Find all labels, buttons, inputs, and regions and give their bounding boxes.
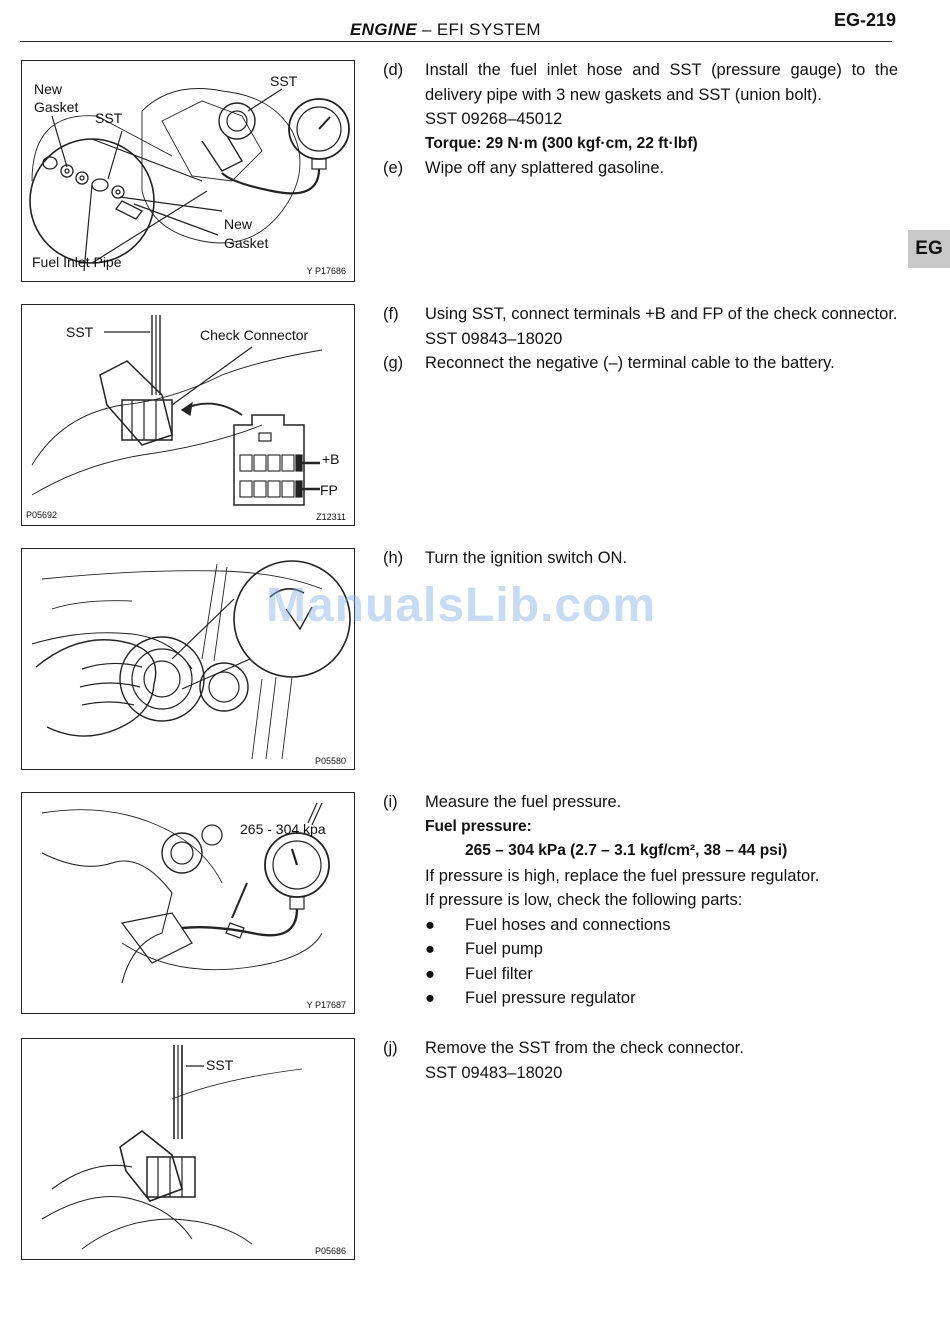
header-title: ENGINE – EFI SYSTEM bbox=[350, 20, 541, 40]
bullet: ● bbox=[425, 964, 435, 983]
remove-sst-illustration bbox=[41, 1045, 303, 1250]
label-sst-gauge: SST bbox=[270, 73, 298, 89]
step-text: Wipe off any splattered gasoline. bbox=[425, 159, 665, 177]
step-f-g: (f) Using SST, connect terminals +B and … bbox=[383, 302, 898, 376]
step-text: Using SST, connect terminals +B and FP o… bbox=[425, 305, 898, 323]
bullet: ● bbox=[425, 915, 435, 934]
figure-code: P05580 bbox=[314, 756, 346, 766]
step-key: (i) bbox=[383, 793, 398, 811]
label-gasket-2: Gasket bbox=[224, 235, 269, 251]
bullet: ● bbox=[425, 940, 435, 958]
pressure-high-note: If pressure is high, replace the fuel pr… bbox=[425, 866, 820, 885]
step-text: Measure the fuel pressure. bbox=[425, 793, 622, 811]
measure-pressure-illustration bbox=[41, 802, 330, 984]
step-d-sst: SST 09268–45012 bbox=[425, 110, 563, 128]
step-e: (e) Wipe off any splattered gasoline. bbox=[383, 156, 898, 181]
step-text: Reconnect the negative (–) terminal cabl… bbox=[425, 354, 835, 372]
check-connector-illustration bbox=[31, 315, 323, 506]
step-d-torque: Torque: 29 N·m (300 kgf·cm, 22 ft·lbf) bbox=[425, 134, 698, 152]
section-tab: EG bbox=[908, 230, 950, 268]
figure-code: P05686 bbox=[314, 1246, 346, 1256]
step-key: (f) bbox=[383, 305, 399, 323]
label-terminal-fp: FP bbox=[320, 482, 338, 498]
label-new-1: New bbox=[34, 81, 63, 97]
figure-code-right: Z12311 bbox=[316, 512, 346, 522]
figure-check-connector: SST Check Connector +B FP P05692 Z12311 bbox=[21, 304, 355, 526]
part-item: ● Fuel hoses and connections bbox=[383, 913, 898, 938]
bullet: ● bbox=[425, 989, 435, 1007]
label-sst-bolt: SST bbox=[95, 110, 123, 126]
step-f: (f) Using SST, connect terminals +B and … bbox=[383, 302, 898, 327]
label-pressure-range: 265 - 304 kpa bbox=[240, 821, 326, 837]
label-new-2: New bbox=[224, 216, 253, 232]
figure-ignition-switch: P05580 bbox=[21, 548, 355, 770]
pressure-low-note: If pressure is low, check the following … bbox=[425, 891, 743, 909]
step-key: (h) bbox=[383, 549, 404, 567]
part-text: Fuel filter bbox=[465, 964, 533, 983]
gauge-install-illustration bbox=[29, 88, 350, 272]
label-gasket-1: Gasket bbox=[34, 99, 79, 115]
page-number: EG-219 bbox=[833, 10, 896, 30]
part-item: ● Fuel pump bbox=[383, 937, 898, 962]
figure-code: Y P17686 bbox=[306, 266, 346, 276]
step-text: Turn the ignition switch ON. bbox=[425, 549, 628, 567]
page-header: ENGINE – EFI SYSTEM EG-219 bbox=[20, 10, 930, 42]
step-key: (g) bbox=[383, 354, 404, 372]
step-j: (j) Remove the SST from the check connec… bbox=[383, 1036, 898, 1061]
part-text: Fuel hoses and connections bbox=[465, 915, 671, 934]
figure-code: Y P17687 bbox=[306, 1000, 346, 1010]
step-j-block: (j) Remove the SST from the check connec… bbox=[383, 1036, 898, 1085]
label-sst: SST bbox=[206, 1057, 234, 1073]
label-terminal-b: +B bbox=[322, 451, 340, 467]
step-text: Remove the SST from the check connector. bbox=[425, 1039, 744, 1057]
step-i: (i) Measure the fuel pressure. bbox=[383, 790, 898, 815]
part-text: Fuel pump bbox=[465, 940, 543, 958]
step-d-e: (d) Install the fuel inlet hose and SST … bbox=[383, 58, 898, 181]
step-key: (j) bbox=[383, 1039, 398, 1057]
step-h-block: (h) Turn the ignition switch ON. bbox=[383, 546, 898, 571]
fuel-pressure-value: 265 – 304 kPa (2.7 – 3.1 kgf/cm², 38 – 4… bbox=[465, 842, 788, 859]
step-f-sst: SST 09843–18020 bbox=[425, 329, 563, 348]
step-d: (d) Install the fuel inlet hose and SST … bbox=[383, 58, 898, 107]
step-j-sst: SST 09483–18020 bbox=[425, 1063, 563, 1082]
ignition-switch-illustration bbox=[31, 560, 351, 760]
label-fuel-inlet-pipe: Fuel Inlet Pipe bbox=[32, 254, 122, 270]
step-i-block: (i) Measure the fuel pressure. Fuel pres… bbox=[383, 790, 898, 1011]
header-separator: – bbox=[422, 20, 432, 39]
header-system: EFI SYSTEM bbox=[436, 20, 541, 39]
step-key: (d) bbox=[383, 61, 404, 79]
part-item: ● Fuel pressure regulator bbox=[383, 986, 898, 1011]
figure-measure-pressure: 265 - 304 kpa Y P17687 bbox=[21, 792, 355, 1014]
watermark-manualslib: ManualsLib.com bbox=[266, 579, 657, 632]
step-text: Install the fuel inlet hose and SST (pre… bbox=[425, 61, 898, 104]
part-text: Fuel pressure regulator bbox=[465, 989, 636, 1007]
figure-code-left: P05692 bbox=[26, 510, 58, 520]
step-key: (e) bbox=[383, 159, 404, 177]
label-sst: SST bbox=[66, 324, 94, 340]
header-section: ENGINE bbox=[350, 20, 417, 39]
fuel-pressure-label: Fuel pressure: bbox=[425, 817, 532, 835]
step-g: (g) Reconnect the negative (–) terminal … bbox=[383, 351, 898, 376]
header-rule bbox=[20, 41, 892, 42]
label-check-connector: Check Connector bbox=[200, 327, 309, 343]
figure-remove-sst: SST P05686 bbox=[21, 1038, 355, 1260]
part-item: ● Fuel filter bbox=[383, 962, 898, 987]
figure-gauge-install: New Gasket SST SST New Gasket Fuel Inlet… bbox=[21, 60, 355, 282]
step-h: (h) Turn the ignition switch ON. bbox=[383, 546, 898, 571]
